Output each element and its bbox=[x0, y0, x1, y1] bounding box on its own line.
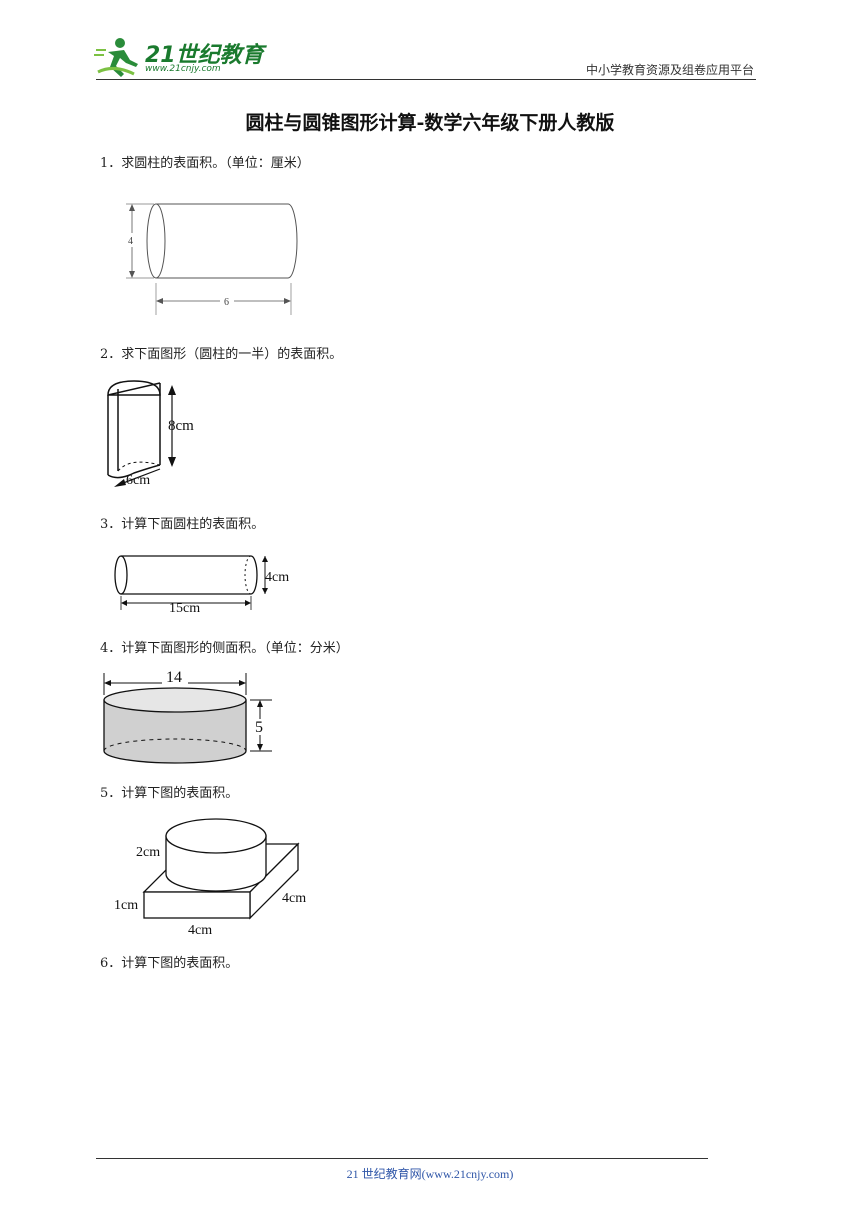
question-number: 5． bbox=[100, 786, 122, 801]
figure-half-cylinder: 8cm 6cm bbox=[107, 380, 194, 488]
label-height: 8cm bbox=[168, 418, 194, 434]
question-text: 计算下图的表面积。 bbox=[121, 786, 239, 801]
question-2: 2．求下面图形（圆柱的一半）的表面积。 bbox=[100, 343, 342, 362]
question-number: 1． bbox=[100, 156, 122, 171]
label-box-length: 4cm bbox=[188, 923, 212, 938]
question-4: 4．计算下面图形的侧面积。（单位：分米） bbox=[100, 637, 349, 656]
label-box-depth: 4cm bbox=[282, 891, 306, 906]
label-diameter: 4cm bbox=[265, 570, 289, 585]
question-text: 求圆柱的表面积。（单位：厘米） bbox=[121, 156, 310, 171]
runner-logo-icon bbox=[94, 38, 138, 77]
footer-link[interactable]: 21 世纪教育网(www.21cnjy.com) bbox=[346, 1167, 514, 1181]
header-divider bbox=[96, 79, 756, 80]
label-height: 4 bbox=[128, 236, 133, 247]
question-5: 5．计算下图的表面积。 bbox=[100, 782, 238, 801]
question-3: 3．计算下面圆柱的表面积。 bbox=[100, 513, 264, 532]
question-text: 计算下面图形的侧面积。（单位：分米） bbox=[121, 641, 349, 656]
question-number: 3． bbox=[100, 517, 122, 532]
logo bbox=[94, 34, 264, 80]
label-cylinder-height: 2cm bbox=[136, 845, 160, 860]
label-height: 5 bbox=[255, 719, 263, 736]
logo-text: 21世纪教育 bbox=[145, 43, 264, 68]
header-platform-text: 中小学教育资源及组卷应用平台 bbox=[585, 63, 754, 77]
label-length: 15cm bbox=[169, 601, 200, 616]
figure-cylinder-3: 4cm 15cm bbox=[114, 555, 289, 616]
question-text: 计算下面圆柱的表面积。 bbox=[121, 517, 265, 532]
question-number: 6． bbox=[100, 956, 122, 971]
question-6: 6．计算下图的表面积。 bbox=[100, 952, 238, 971]
footer-divider bbox=[96, 1158, 708, 1159]
label-diameter: 14 bbox=[166, 669, 182, 686]
figure-cylinder-4: 14 5 bbox=[103, 669, 272, 764]
label-box-height: 1cm bbox=[114, 898, 138, 913]
label-diameter: 6cm bbox=[126, 473, 150, 488]
question-text: 求下面图形（圆柱的一半）的表面积。 bbox=[121, 347, 343, 362]
question-text: 计算下图的表面积。 bbox=[121, 956, 239, 971]
question-number: 2． bbox=[100, 347, 122, 362]
page-title: 圆柱与圆锥图形计算-数学六年级下册人教版 bbox=[245, 112, 615, 134]
question-number: 4． bbox=[100, 641, 122, 656]
figure-cylinder-on-box: 2cm 1cm 4cm 4cm bbox=[114, 818, 306, 938]
question-1: 1．求圆柱的表面积。（单位：厘米） bbox=[100, 152, 310, 171]
label-length: 6 bbox=[224, 297, 229, 308]
logo-url: www.21cnjy.com bbox=[145, 64, 221, 74]
figure-cylinder-1: 4 6 bbox=[125, 203, 298, 315]
